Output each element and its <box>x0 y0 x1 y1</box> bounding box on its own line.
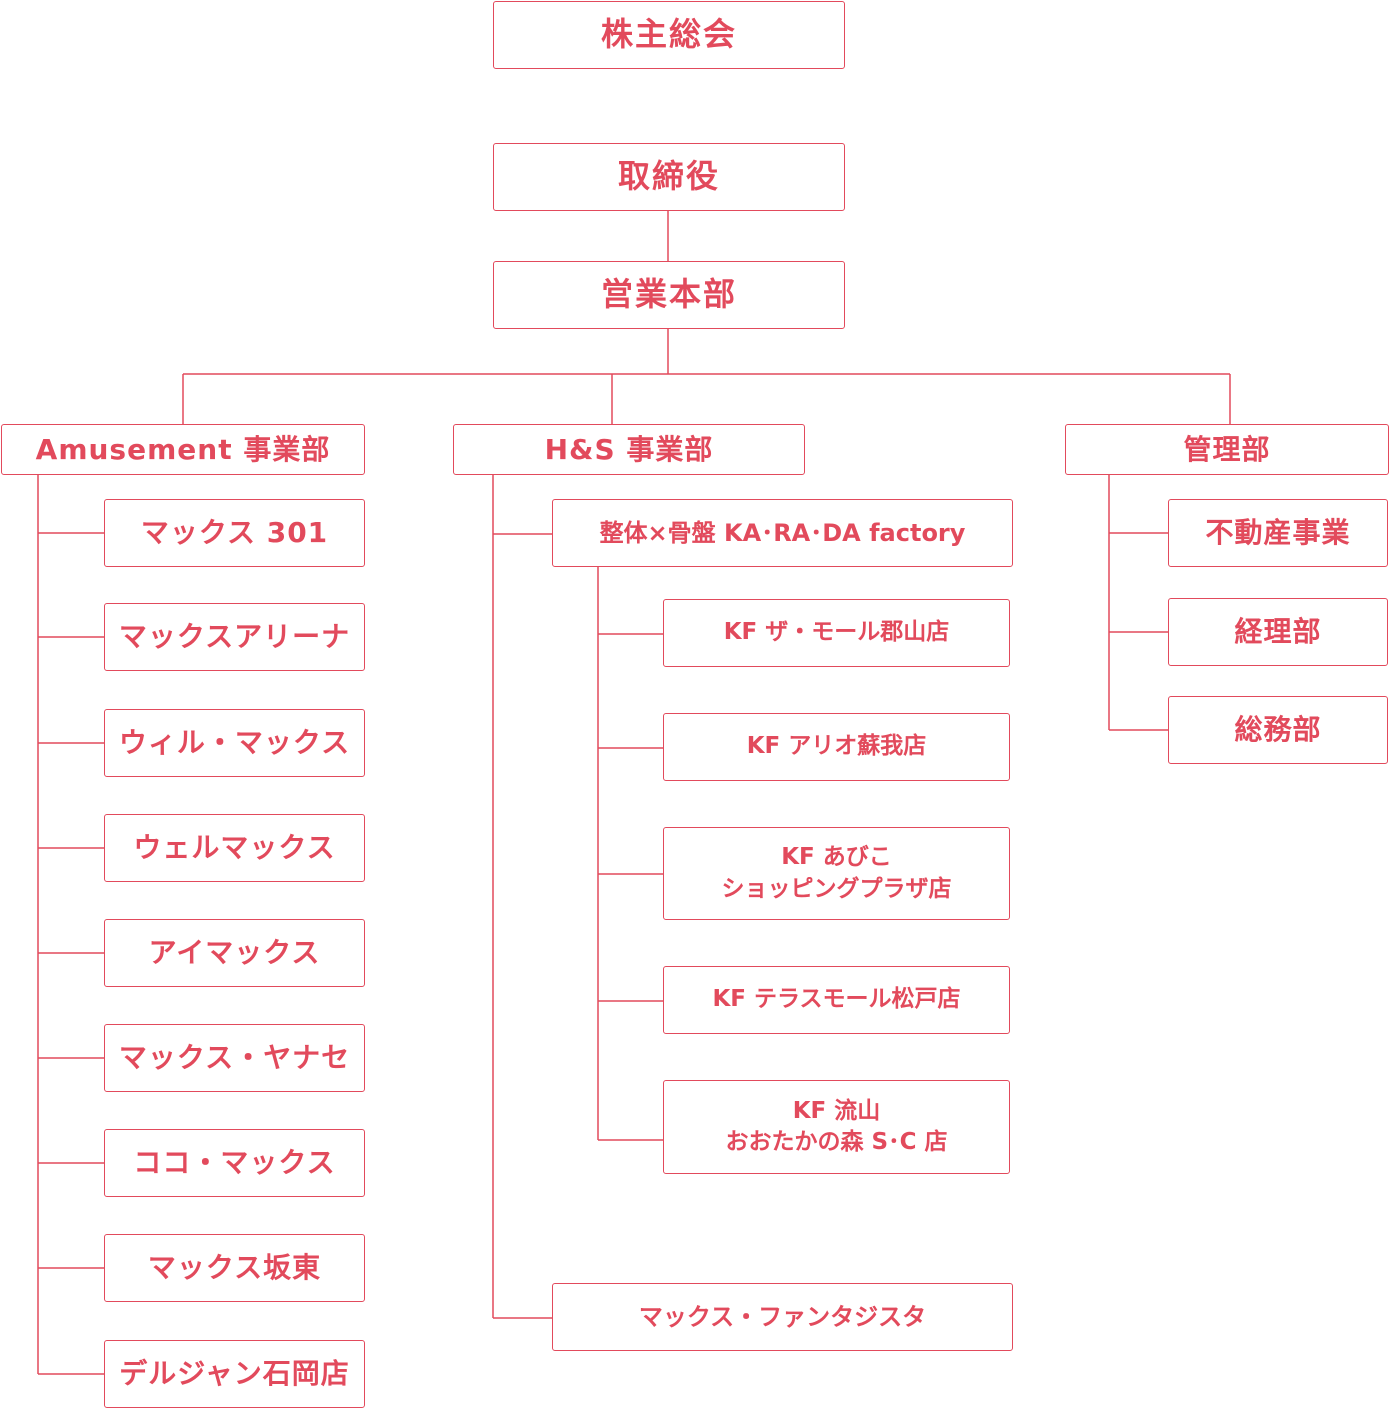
hs-kf-store: KF テラスモール松戸店 <box>663 966 1010 1034</box>
amusement-unit: ココ・マックス <box>104 1129 365 1197</box>
amusement-unit: マックスアリーナ <box>104 603 365 671</box>
division-hs: H&S 事業部 <box>453 424 805 475</box>
hs-kf-store: KF あびこ ショッピングプラザ店 <box>663 827 1010 920</box>
hs-kf-store: KF アリオ蘇我店 <box>663 713 1010 781</box>
board-box: 取締役 <box>493 143 845 211</box>
admin-unit: 経理部 <box>1168 598 1388 666</box>
shareholders-box: 株主総会 <box>493 1 845 69</box>
sales-hq-box: 営業本部 <box>493 261 845 329</box>
hs-kf-store: KF 流山 おおたかの森 S･C 店 <box>663 1080 1010 1174</box>
hs-fantasista: マックス・ファンタジスタ <box>552 1283 1013 1351</box>
hs-kf-store: KF ザ・モール郡山店 <box>663 599 1010 667</box>
amusement-unit: デルジャン石岡店 <box>104 1340 365 1408</box>
admin-unit: 不動産事業 <box>1168 499 1388 567</box>
amusement-unit: ウィル・マックス <box>104 709 365 777</box>
division-amusement: Amusement 事業部 <box>1 424 365 475</box>
admin-unit: 総務部 <box>1168 696 1388 764</box>
amusement-unit: ウェルマックス <box>104 814 365 882</box>
amusement-unit: マックス・ヤナセ <box>104 1024 365 1092</box>
amusement-unit: マックス坂東 <box>104 1234 365 1302</box>
hs-karada-factory: 整体×骨盤 KA･RA･DA factory <box>552 499 1013 567</box>
amusement-unit: アイマックス <box>104 919 365 987</box>
amusement-unit: マックス 301 <box>104 499 365 567</box>
division-admin: 管理部 <box>1065 424 1389 475</box>
